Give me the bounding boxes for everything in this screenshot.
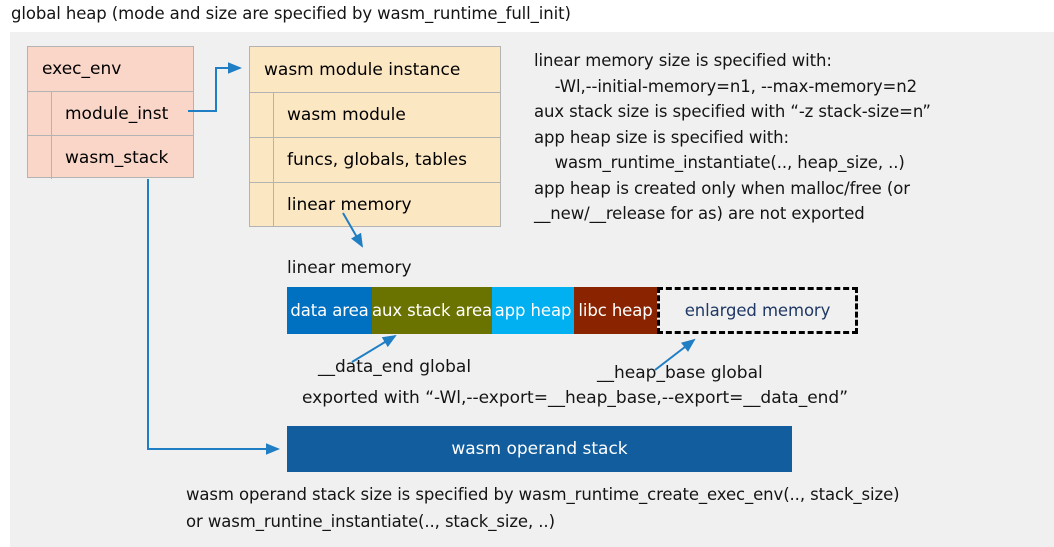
field-label: funcs, globals, tables <box>287 150 467 170</box>
field-label: module_inst <box>65 103 169 124</box>
data-end-global-label: __data_end global <box>318 357 472 377</box>
module-instance-field-linear-memory: linear memory <box>250 182 500 227</box>
nesting-gutter <box>250 138 274 182</box>
nesting-gutter <box>28 92 52 135</box>
wasm-module-instance-box: wasm module instance wasm module funcs, … <box>249 46 501 227</box>
module-instance-field-wasm-module: wasm module <box>250 92 500 137</box>
mem-segment-aux-stack-area: aux stack area <box>372 287 492 334</box>
exec-env-header: exec_env <box>42 59 122 79</box>
linear-memory-bar: data area aux stack area app heap libc h… <box>287 287 858 334</box>
linear-memory-caption: linear memory <box>287 258 412 278</box>
nesting-gutter <box>250 183 274 227</box>
page-title: global heap (mode and size are specified… <box>11 4 571 23</box>
wasm-operand-stack-box: wasm operand stack <box>287 426 792 472</box>
export-flags-note: exported with “-Wl,--export=__heap_base,… <box>302 388 849 408</box>
operand-stack-notes: wasm operand stack size is specified by … <box>186 485 900 531</box>
mem-segment-libc-heap: libc heap <box>574 287 657 334</box>
mem-segment-enlarged-memory: enlarged memory <box>657 287 858 334</box>
field-label: wasm module <box>287 105 406 125</box>
mem-segment-app-heap: app heap <box>492 287 574 334</box>
nesting-gutter <box>250 93 274 137</box>
heap-base-global-label: __heap_base global <box>597 363 763 383</box>
mem-segment-data-area: data area <box>287 287 372 334</box>
field-label: linear memory <box>287 195 412 215</box>
linear-memory-notes: linear memory size is specified with: -W… <box>534 51 931 223</box>
exec-env-field-wasm-stack: wasm_stack <box>28 135 193 179</box>
module-instance-header: wasm module instance <box>264 59 461 80</box>
exec-env-field-module-inst: module_inst <box>28 91 193 135</box>
module-instance-field-funcs-globals-tables: funcs, globals, tables <box>250 137 500 182</box>
field-label: wasm_stack <box>65 147 169 168</box>
nesting-gutter <box>28 136 52 179</box>
exec-env-box: exec_env module_inst wasm_stack <box>27 46 194 179</box>
